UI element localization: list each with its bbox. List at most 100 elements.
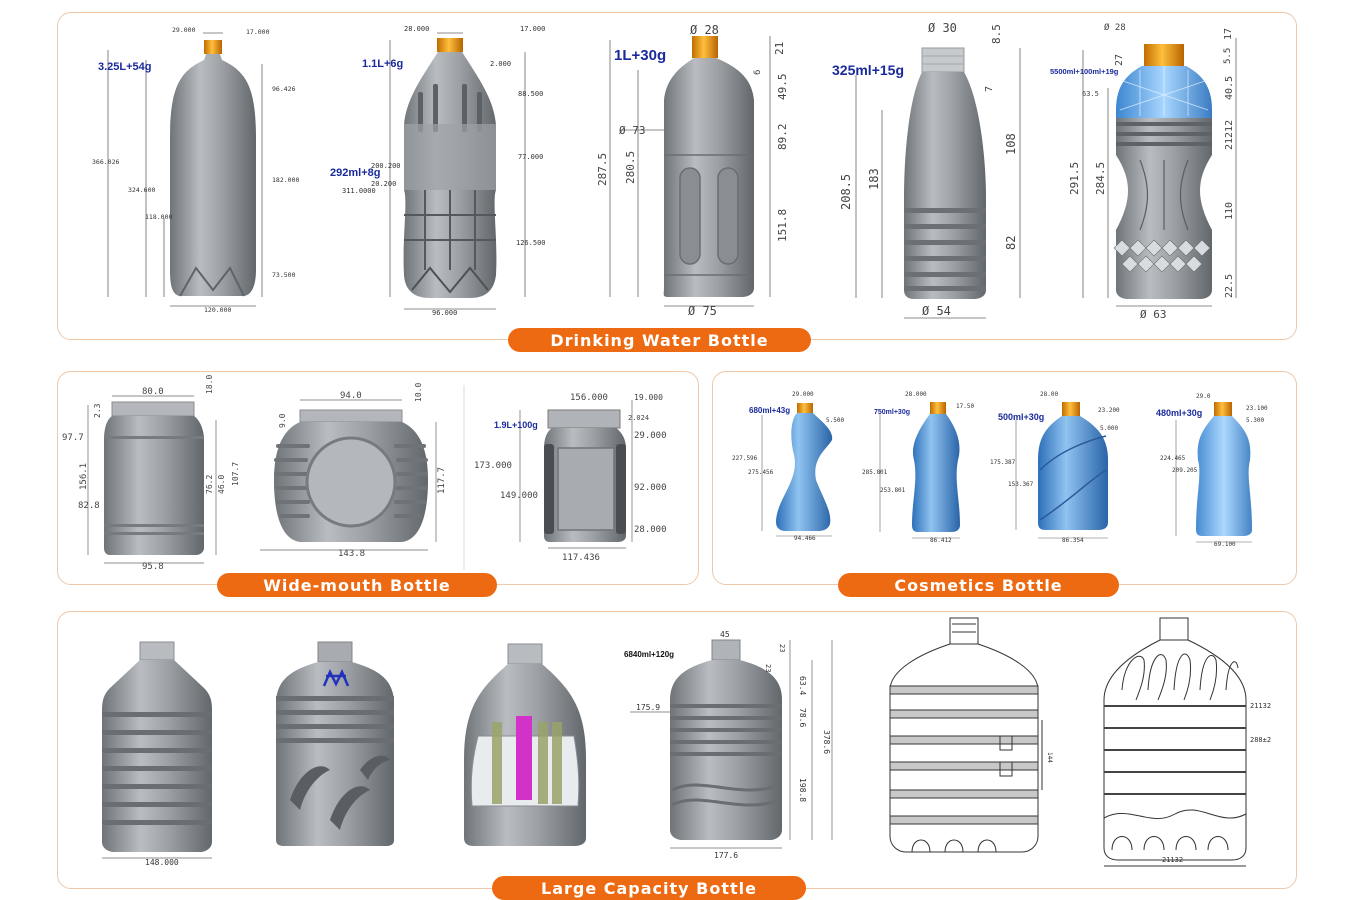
svg-text:40.5: 40.5 xyxy=(1224,76,1235,100)
cosmetic-750ml-bottle: 750ml+30g 28.000 17.50 285.801 253.801 8… xyxy=(862,391,974,544)
svg-text:29.000: 29.000 xyxy=(634,431,667,441)
svg-text:27: 27 xyxy=(1114,54,1125,66)
svg-text:117.436: 117.436 xyxy=(562,553,600,563)
svg-text:156.000: 156.000 xyxy=(570,393,608,403)
section-label-cosmetics: Cosmetics Bottle xyxy=(838,573,1119,597)
svg-text:6840ml+120g: 6840ml+120g xyxy=(624,650,674,659)
svg-text:45: 45 xyxy=(720,630,730,639)
cap xyxy=(204,40,222,54)
svg-text:144: 144 xyxy=(1046,752,1053,763)
svg-text:46.0: 46.0 xyxy=(217,475,226,494)
large-bottle-handle xyxy=(464,643,586,846)
svg-text:1.9L+100g: 1.9L+100g xyxy=(494,420,538,430)
svg-text:2.3: 2.3 xyxy=(93,403,102,418)
svg-text:6: 6 xyxy=(753,70,763,75)
svg-text:21212: 21212 xyxy=(1224,120,1235,150)
svg-text:480ml+30g: 480ml+30g xyxy=(1156,408,1202,418)
svg-text:20.200: 20.200 xyxy=(371,180,396,188)
svg-text:21: 21 xyxy=(773,42,786,55)
svg-text:680ml+43g: 680ml+43g xyxy=(749,406,790,415)
svg-text:96.426: 96.426 xyxy=(272,85,296,93)
svg-text:107.7: 107.7 xyxy=(231,462,240,486)
svg-text:23.200: 23.200 xyxy=(1098,407,1120,414)
svg-text:28.000: 28.000 xyxy=(634,525,667,535)
svg-text:175.9: 175.9 xyxy=(636,703,660,712)
svg-text:287.5: 287.5 xyxy=(596,153,609,186)
cosmetic-500ml-bottle: 500ml+30g 28.00 23.200 5.000 175.387 153… xyxy=(990,391,1120,544)
svg-text:182.000: 182.000 xyxy=(272,176,299,184)
svg-text:28.000: 28.000 xyxy=(404,25,429,33)
svg-text:5.300: 5.300 xyxy=(1246,417,1264,424)
bottle-body xyxy=(276,662,394,846)
svg-text:23: 23 xyxy=(778,644,786,652)
svg-text:175.387: 175.387 xyxy=(990,459,1016,466)
svg-text:118.000: 118.000 xyxy=(145,213,172,221)
svg-text:80.0: 80.0 xyxy=(142,387,164,397)
svg-text:17.000: 17.000 xyxy=(246,28,270,36)
svg-text:750ml+30g: 750ml+30g xyxy=(874,409,910,416)
section-label-wide-mouth: Wide-mouth Bottle xyxy=(217,573,497,597)
svg-text:311.0000: 311.0000 xyxy=(342,187,376,195)
svg-text:108: 108 xyxy=(1004,133,1018,155)
svg-text:63.4: 63.4 xyxy=(798,676,807,695)
section-label-large-capacity: Large Capacity Bottle xyxy=(492,876,806,900)
svg-text:5.500: 5.500 xyxy=(826,417,844,424)
svg-text:148.000: 148.000 xyxy=(145,858,179,867)
cosmetic-spray-bottle: 680ml+43g 29.000 5.500 227.596 275.456 9… xyxy=(732,391,844,542)
large-bottle-6840ml: 6840ml+120g 45 23 23 63.4 78.6 378.6 198… xyxy=(624,630,833,860)
svg-text:8.5: 8.5 xyxy=(990,24,1003,44)
svg-text:7: 7 xyxy=(984,86,995,92)
wide-mouth-jar-2: 94.0 10.0 9.0 117.7 143.8 xyxy=(260,383,447,559)
wide-mouth-handle-jar: 1.9L+100g 156.000 19.000 2.024 29.000 17… xyxy=(474,393,667,563)
svg-text:9.0: 9.0 xyxy=(278,413,287,428)
bottle-body xyxy=(670,660,782,840)
bottle-body xyxy=(912,414,960,532)
svg-text:Ø 30: Ø 30 xyxy=(928,21,957,35)
svg-text:110: 110 xyxy=(1224,202,1235,220)
neck-finish xyxy=(921,47,965,73)
large-bottle-2 xyxy=(276,641,394,846)
bottle-body xyxy=(904,72,986,299)
svg-text:156.1: 156.1 xyxy=(79,463,89,490)
cosmetic-480ml-bottle: 480ml+30g 29.0 23.100 5.300 224.465 209.… xyxy=(1156,393,1268,548)
cap xyxy=(437,38,463,52)
svg-text:177.6: 177.6 xyxy=(714,851,738,860)
svg-text:94.0: 94.0 xyxy=(340,391,362,401)
jar-body xyxy=(104,416,204,555)
bottle-body xyxy=(663,58,754,297)
svg-text:97.7: 97.7 xyxy=(62,433,84,443)
svg-text:143.8: 143.8 xyxy=(338,549,365,559)
svg-text:28.000: 28.000 xyxy=(905,391,927,398)
svg-text:153.367: 153.367 xyxy=(1008,481,1034,488)
large-bottle-1: 148.000 xyxy=(102,641,212,867)
svg-text:22.5: 22.5 xyxy=(1224,274,1235,298)
svg-text:73.500: 73.500 xyxy=(272,271,296,279)
svg-text:227.596: 227.596 xyxy=(732,455,758,462)
svg-text:2.024: 2.024 xyxy=(628,414,649,422)
svg-text:285.801: 285.801 xyxy=(862,469,888,476)
svg-text:284.5: 284.5 xyxy=(1094,162,1107,195)
svg-text:224.465: 224.465 xyxy=(1160,455,1186,462)
svg-text:19.000: 19.000 xyxy=(634,393,663,402)
svg-text:88.500: 88.500 xyxy=(518,90,543,98)
svg-text:120.000: 120.000 xyxy=(204,306,231,314)
brand-logo xyxy=(322,669,350,687)
svg-text:17.50: 17.50 xyxy=(956,403,974,410)
svg-text:366.026: 366.026 xyxy=(92,158,119,166)
svg-text:2.000: 2.000 xyxy=(490,60,511,68)
svg-text:23: 23 xyxy=(764,664,772,672)
svg-text:173.000: 173.000 xyxy=(474,461,512,471)
svg-text:275.456: 275.456 xyxy=(748,469,774,476)
svg-text:198.8: 198.8 xyxy=(798,778,807,802)
large-bottle-5gallon-drawing xyxy=(889,617,1043,853)
svg-text:78.6: 78.6 xyxy=(798,708,807,727)
svg-text:Ø 73: Ø 73 xyxy=(619,124,646,137)
large-bottle-ribbed-drawing xyxy=(1103,617,1247,867)
svg-text:17: 17 xyxy=(1223,28,1234,40)
svg-text:324.600: 324.600 xyxy=(128,186,155,194)
bottle-1-1l: 1.1L+6g 292ml+8g 28.000 17.000 2.000 88.… xyxy=(330,25,546,317)
svg-text:17.000: 17.000 xyxy=(520,25,545,33)
svg-text:5500ml+100ml+19g: 5500ml+100ml+19g xyxy=(1050,67,1119,76)
svg-text:10.0: 10.0 xyxy=(414,383,423,402)
svg-text:288±2: 288±2 xyxy=(1250,736,1271,744)
